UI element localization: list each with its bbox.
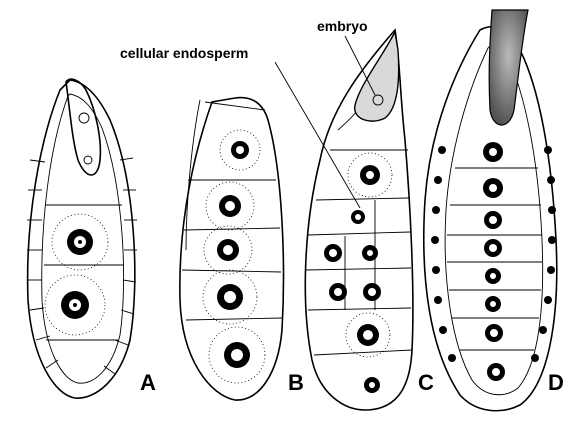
panel-c-nucleus-1 <box>348 153 392 197</box>
panel-c-nucleus-7 <box>346 313 390 357</box>
panel-d-nucleus-2 <box>483 178 503 198</box>
panel-d: D <box>424 10 564 411</box>
panel-a: A <box>27 79 156 398</box>
panel-label-c: C <box>418 370 434 395</box>
callout-endosperm-leader <box>275 62 360 208</box>
panel-label-d: D <box>548 370 564 395</box>
panel-label-a: A <box>140 370 156 395</box>
callout-embryo: embryo <box>317 18 368 34</box>
panel-c-nucleus-5 <box>329 283 347 301</box>
panel-label-b: B <box>288 370 304 395</box>
panel-a-embryo <box>66 79 100 175</box>
panel-d-nucleus-7 <box>485 324 503 342</box>
panel-d-nucleus-5 <box>485 268 501 284</box>
panel-d-nucleus-6 <box>485 296 501 312</box>
panel-b-nucleus-2 <box>206 182 254 230</box>
panel-a-nucleus-1 <box>52 214 108 270</box>
panel-b: B <box>180 98 304 401</box>
panel-c-nucleus-8 <box>364 377 380 393</box>
panel-c-nucleus-3 <box>324 244 342 262</box>
panel-b-nucleus-5 <box>209 327 265 383</box>
panel-b-nucleus-1 <box>220 130 260 170</box>
callout-embryo-leader <box>345 36 375 95</box>
panel-d-nucleus-4 <box>484 239 502 257</box>
callout-cellular-endosperm: cellular endosperm <box>120 45 248 61</box>
panel-b-nucleus-4 <box>203 270 257 324</box>
panel-d-nucleus-8 <box>487 363 505 381</box>
panel-b-nucleus-3 <box>204 226 252 274</box>
panel-a-nucleus-2 <box>45 275 105 335</box>
panel-d-embryo <box>489 10 528 125</box>
panel-c-nucleus-2 <box>351 210 365 224</box>
panel-c-nucleus-4 <box>362 245 378 261</box>
panel-d-nucleus-3 <box>484 211 502 229</box>
panel-c: C <box>305 30 434 410</box>
panel-d-nucleus-1 <box>483 142 503 162</box>
panel-c-embryo <box>355 32 399 121</box>
panel-c-nucleus-6 <box>363 283 381 301</box>
